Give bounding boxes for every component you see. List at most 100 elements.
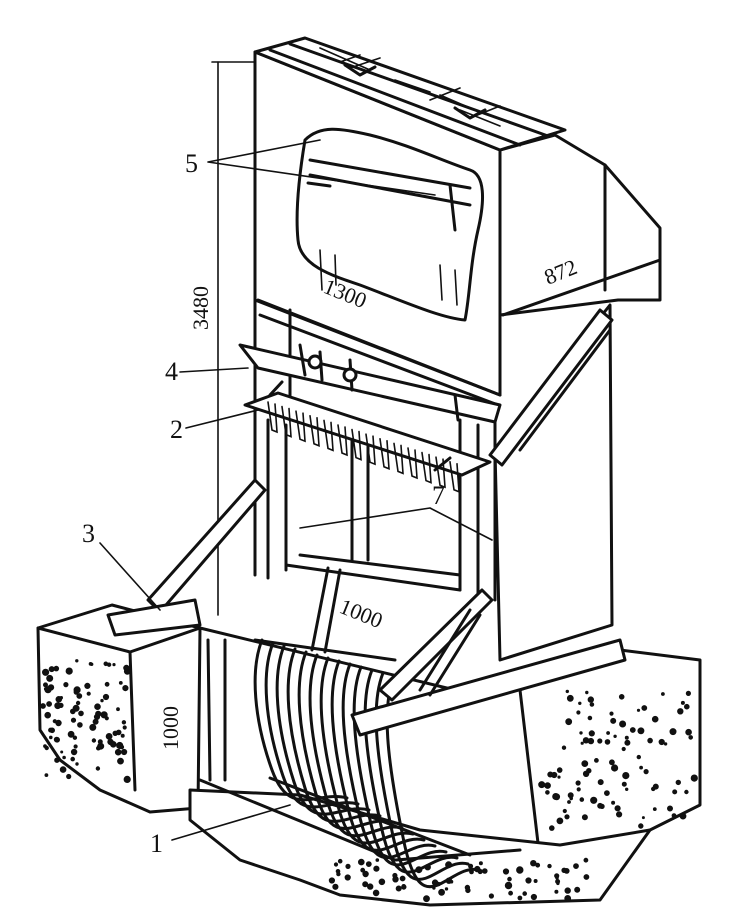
concrete-speck xyxy=(672,789,678,795)
rake-tooth xyxy=(309,415,320,448)
concrete-speck xyxy=(373,865,380,872)
concrete-speck xyxy=(55,719,62,727)
concrete-speck xyxy=(92,718,99,725)
concrete-speck xyxy=(554,889,559,894)
screen-bar xyxy=(352,665,448,867)
rake-teeth xyxy=(267,401,460,494)
concrete-speck xyxy=(581,760,589,767)
concrete-speck xyxy=(62,755,66,760)
concrete-speck xyxy=(641,705,648,711)
concrete-speck xyxy=(53,665,60,672)
concrete-speck xyxy=(336,871,341,877)
concrete-speck xyxy=(638,823,644,829)
concrete-speck xyxy=(66,773,72,780)
screen-bar xyxy=(341,662,437,859)
concrete-speck xyxy=(636,754,641,760)
concrete-speck xyxy=(399,875,406,882)
concrete-speck xyxy=(556,767,563,773)
concrete-speck xyxy=(684,789,689,795)
concrete-speck xyxy=(561,745,567,750)
concrete-speck xyxy=(337,858,343,864)
concrete-speck xyxy=(564,887,571,894)
rake-tooth xyxy=(365,433,376,466)
concrete-speck xyxy=(42,668,50,676)
concrete-speck xyxy=(609,711,614,716)
concrete-speck xyxy=(423,895,430,903)
concrete-speck xyxy=(629,727,636,733)
concrete-speck xyxy=(579,731,583,735)
concrete-speck xyxy=(581,814,588,821)
concrete-speck xyxy=(688,735,694,740)
concrete-speck xyxy=(621,746,626,752)
concrete-speck xyxy=(590,796,598,804)
rake-tooth xyxy=(449,461,460,494)
dimension-height: 3480 xyxy=(188,286,213,330)
label-part-4: 4 xyxy=(165,357,178,386)
concrete-speck xyxy=(583,874,590,880)
concrete-speck xyxy=(344,874,351,881)
concrete-speck xyxy=(89,723,97,731)
concrete-speck xyxy=(588,730,595,737)
concrete-speck xyxy=(621,781,627,787)
concrete-speck xyxy=(116,741,124,750)
concrete-speck xyxy=(538,781,546,789)
concrete-speck xyxy=(438,888,446,896)
concrete-speck xyxy=(44,773,49,777)
concrete-speck xyxy=(566,694,574,702)
concrete-texture-right xyxy=(538,689,698,831)
screen-bar xyxy=(286,647,382,823)
concrete-speck xyxy=(122,685,129,692)
concrete-speck xyxy=(594,758,599,763)
concrete-speck xyxy=(679,812,687,820)
concrete-speck xyxy=(576,787,581,792)
concrete-speck xyxy=(378,878,386,886)
concrete-speck xyxy=(544,782,551,789)
rake-tooth xyxy=(393,442,404,475)
concrete-speck xyxy=(103,661,109,667)
concrete-speck xyxy=(562,808,567,814)
concrete-speck xyxy=(60,750,64,754)
screen-bar xyxy=(330,659,426,852)
concrete-speck xyxy=(465,887,471,894)
concrete-speck xyxy=(43,682,48,688)
concrete-speck xyxy=(622,772,630,780)
concrete-speck xyxy=(587,715,593,721)
concrete-speck xyxy=(75,762,79,766)
concrete-speck xyxy=(583,857,589,863)
concrete-speck xyxy=(95,710,102,717)
concrete-speck xyxy=(44,711,52,719)
concrete-speck xyxy=(49,727,56,734)
concrete-speck xyxy=(73,689,79,695)
concrete-speck xyxy=(516,866,524,874)
rake-tooth xyxy=(337,424,348,457)
concrete-speck xyxy=(647,737,653,744)
concrete-speck xyxy=(555,875,559,880)
label-part-1: 1 xyxy=(150,829,163,858)
concrete-channel xyxy=(36,603,702,907)
concrete-speck xyxy=(661,692,665,696)
concrete-speck xyxy=(671,813,677,818)
label-part-5: 5 xyxy=(185,149,198,178)
concrete-speck xyxy=(121,748,128,756)
concrete-speck xyxy=(72,735,78,740)
concrete-speck xyxy=(567,800,571,804)
concrete-speck xyxy=(651,715,659,723)
concrete-speck xyxy=(624,735,629,740)
concrete-speck xyxy=(360,867,366,873)
concrete-speck xyxy=(611,764,619,772)
concrete-speck xyxy=(392,876,399,883)
concrete-speck xyxy=(643,769,649,775)
concrete-speck xyxy=(637,727,644,735)
concrete-speck xyxy=(564,895,572,902)
screen-bar xyxy=(308,653,404,838)
concrete-speck xyxy=(565,718,573,726)
concrete-speck xyxy=(508,890,514,896)
label-part-2: 2 xyxy=(170,415,183,444)
concrete-speck xyxy=(579,797,585,802)
concrete-speck xyxy=(606,731,610,735)
concrete-speck xyxy=(365,861,372,867)
concrete-speck xyxy=(118,681,123,685)
concrete-speck xyxy=(114,748,122,756)
concrete-speck xyxy=(110,741,117,748)
concrete-speck xyxy=(677,708,684,715)
